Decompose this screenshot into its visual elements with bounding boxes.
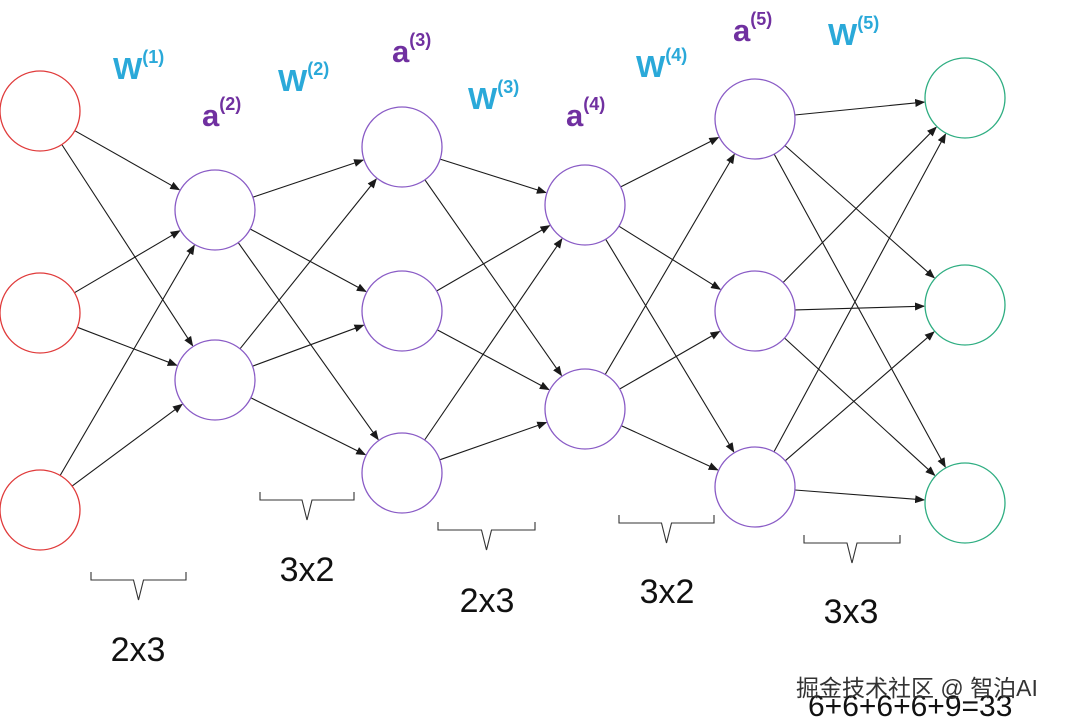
connection-l4-n1-to-n1	[620, 137, 720, 188]
connection-l5-n2-to-n2	[794, 302, 925, 311]
watermark: 掘金技术社区 @ 智泊AI	[796, 675, 1038, 701]
dimension-brace-4	[618, 515, 715, 544]
connection-l4-n1-to-n2	[618, 225, 722, 290]
hidden-node-layer3-3	[361, 432, 443, 514]
connection-l4-n1-to-n3	[605, 239, 735, 453]
connection-l5-n3-to-n1	[773, 133, 946, 453]
connection-l5-n1-to-n2	[784, 145, 936, 279]
dimension-brace-2	[259, 492, 355, 521]
dimension-label-2: 3x2	[280, 551, 335, 589]
activation-label-2: a(2)	[202, 94, 241, 133]
input-node-layer1-3	[0, 469, 81, 551]
connection-l5-n2-to-n3	[784, 337, 936, 476]
connection-l4-n2-to-n2	[619, 331, 721, 390]
connection-l4-n2-to-n1	[604, 153, 735, 375]
input-node-layer1-1	[0, 70, 81, 152]
output-node-layer6-3	[924, 462, 1006, 544]
connection-l1-n2-to-n1	[74, 230, 181, 294]
connections	[59, 99, 946, 504]
hidden-node-layer3-2	[361, 270, 443, 352]
connection-l2-n1-to-n1	[252, 159, 365, 198]
connection-l2-n2-to-n1	[239, 178, 377, 350]
connection-l4-n2-to-n3	[621, 425, 719, 471]
neurons	[0, 57, 1006, 551]
output-node-layer6-2	[924, 264, 1006, 346]
activation-label-4: a(4)	[566, 94, 605, 133]
connection-l5-n2-to-n1	[782, 126, 937, 283]
parameter-sum: 6+6+6+6+9=33	[808, 690, 1012, 719]
connection-l1-n3-to-n1	[59, 244, 195, 476]
hidden-node-layer2-1	[174, 169, 256, 251]
connection-l5-n3-to-n2	[784, 331, 935, 462]
connection-l3-n1-to-n1	[439, 158, 547, 194]
hidden-node-layer5-1	[714, 78, 796, 160]
dimension-brace-3	[437, 522, 536, 551]
dimension-label-1: 2x3	[111, 631, 166, 669]
connection-l3-n2-to-n2	[437, 329, 550, 391]
dimension-braces	[90, 492, 901, 601]
hidden-node-layer2-2	[174, 339, 256, 421]
connection-l5-n3-to-n3	[794, 489, 926, 504]
hidden-node-layer4-1	[544, 164, 626, 246]
connection-l1-n2-to-n2	[77, 326, 178, 366]
connection-l3-n1-to-n2	[424, 179, 563, 377]
connection-l5-n1-to-n3	[773, 153, 946, 468]
connection-l5-n1-to-n1	[794, 99, 926, 116]
hidden-node-layer4-2	[544, 368, 626, 450]
weight-label-4: W(4)	[636, 45, 687, 84]
hidden-node-layer3-1	[361, 106, 443, 188]
activation-label-5: a(5)	[733, 9, 772, 48]
weight-label-3: W(3)	[468, 77, 519, 116]
weight-label-2: W(2)	[278, 59, 329, 98]
connection-l1-n3-to-n2	[71, 403, 183, 487]
connection-l1-n1-to-n1	[74, 130, 181, 191]
connection-l2-n1-to-n2	[249, 228, 367, 292]
connection-l1-n1-to-n2	[61, 144, 194, 347]
dimension-label-3: 2x3	[460, 582, 515, 620]
dimension-label-4: 3x2	[640, 573, 695, 611]
connection-l2-n1-to-n3	[237, 242, 379, 441]
connection-l2-n2-to-n2	[252, 324, 365, 367]
connection-l3-n2-to-n1	[436, 225, 551, 292]
output-node-layer6-1	[924, 57, 1006, 139]
connection-l3-n3-to-n2	[439, 421, 548, 461]
dimension-brace-5	[803, 535, 901, 564]
dimension-brace-1	[90, 572, 187, 601]
hidden-node-layer5-3	[714, 446, 796, 528]
connection-l3-n3-to-n1	[424, 238, 563, 441]
connection-l2-n2-to-n3	[250, 397, 367, 456]
input-node-layer1-2	[0, 272, 81, 354]
weight-label-1: W(1)	[113, 47, 164, 86]
weight-label-5: W(5)	[828, 13, 879, 52]
activation-label-3: a(3)	[392, 30, 431, 69]
dimension-label-5: 3x3	[824, 593, 879, 631]
hidden-node-layer5-2	[714, 270, 796, 352]
